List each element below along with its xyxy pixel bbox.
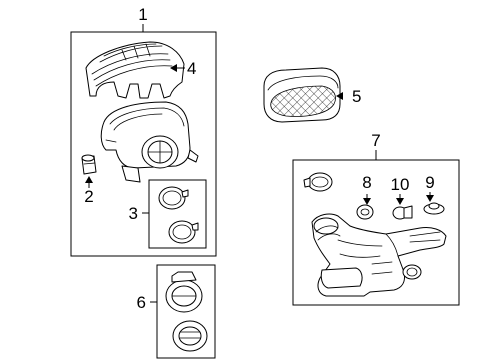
callout-9: 9 (425, 173, 434, 192)
part-10-valve (392, 205, 413, 220)
part-3-clamps (158, 186, 199, 244)
callout-4: 4 (187, 59, 196, 78)
callout-5: 5 (352, 87, 361, 106)
callout-6: 6 (137, 293, 146, 312)
callout-7: 7 (371, 131, 380, 150)
callout-1: 1 (138, 5, 147, 24)
callout-9-arrow (426, 195, 434, 202)
callout-3: 3 (129, 204, 138, 223)
part-6-caps (165, 271, 208, 352)
assembly-7-group: 7 8 10 9 (292, 131, 460, 306)
callout-2-arrow (85, 176, 93, 183)
intake-duct (311, 213, 447, 297)
part-3-box (148, 179, 207, 249)
callout-2: 2 (84, 187, 93, 206)
callout-10: 10 (391, 175, 410, 194)
part-9-grommet (423, 202, 445, 215)
part-4-air-cleaner-cover (85, 41, 185, 99)
callout-5-arrow (336, 92, 343, 100)
callout-10-arrow (396, 198, 404, 205)
callout-8: 8 (362, 173, 371, 192)
part-2-grommet (81, 154, 97, 175)
callout-4-arrow (170, 64, 177, 72)
part-6-group: 6 (137, 264, 216, 359)
air-cleaner-housing (100, 101, 199, 183)
callout-8-arrow (363, 198, 371, 205)
part-8-fitting (356, 204, 374, 220)
assembly-1-group: 1 4 (70, 5, 217, 257)
part-5-air-filter (263, 67, 341, 123)
duct-clamp (303, 172, 333, 192)
part-6-box (156, 264, 216, 359)
